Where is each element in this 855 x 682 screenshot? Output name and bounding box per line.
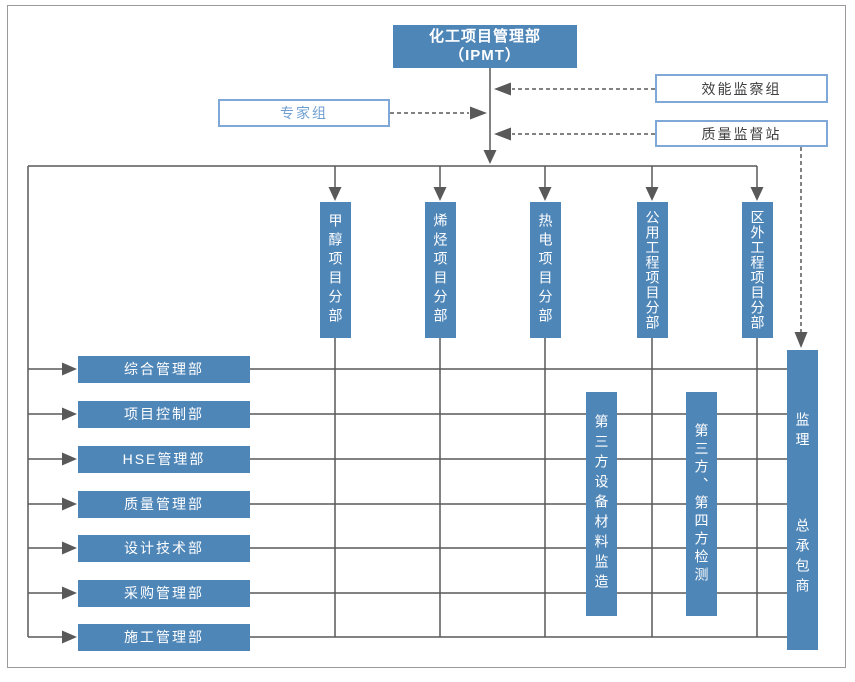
dashed-arrowheads xyxy=(470,82,808,348)
solid-connectors xyxy=(27,68,787,644)
node-supervision-contractor: 监理 总承包商 xyxy=(787,350,818,650)
node-quality-supervision-station: 质量监督站 xyxy=(655,120,828,147)
node-ipmt: 化工项目管理部 （IPMT） xyxy=(393,25,577,68)
node-efficiency-supervision-group: 效能监察组 xyxy=(655,74,828,103)
node-dept-quality: 质量管理部 xyxy=(78,491,250,518)
ipmt-title-line1: 化工项目管理部 xyxy=(428,27,541,45)
node-division-offsite: 区外工程项目分部 xyxy=(742,202,773,338)
node-dept-design-technology: 设计技术部 xyxy=(78,535,250,562)
node-third-fourth-party-testing: 第三方、第四方检测 xyxy=(686,392,717,616)
chart-border xyxy=(7,5,846,668)
node-division-methanol: 甲醇项目分部 xyxy=(320,202,351,338)
node-division-utilities: 公用工程项目分部 xyxy=(637,202,668,338)
node-third-party-equipment-supervision: 第三方设备材料监造 xyxy=(586,392,617,616)
node-dept-procurement: 采购管理部 xyxy=(78,580,250,607)
node-dept-construction: 施工管理部 xyxy=(78,624,250,651)
supervision-label: 监理 xyxy=(794,412,811,452)
node-dept-project-control: 项目控制部 xyxy=(78,401,250,428)
node-expert-group: 专家组 xyxy=(218,99,390,127)
dashed-advisory-connectors xyxy=(390,88,802,332)
node-division-thermal-power: 热电项目分部 xyxy=(530,202,561,338)
ipmt-title-line2: （IPMT） xyxy=(449,46,521,64)
node-division-olefin: 烯烃项目分部 xyxy=(425,202,456,338)
general-contractor-label: 总承包商 xyxy=(794,518,811,598)
node-dept-general-management: 综合管理部 xyxy=(78,356,250,383)
node-dept-hse: HSE管理部 xyxy=(78,446,250,473)
